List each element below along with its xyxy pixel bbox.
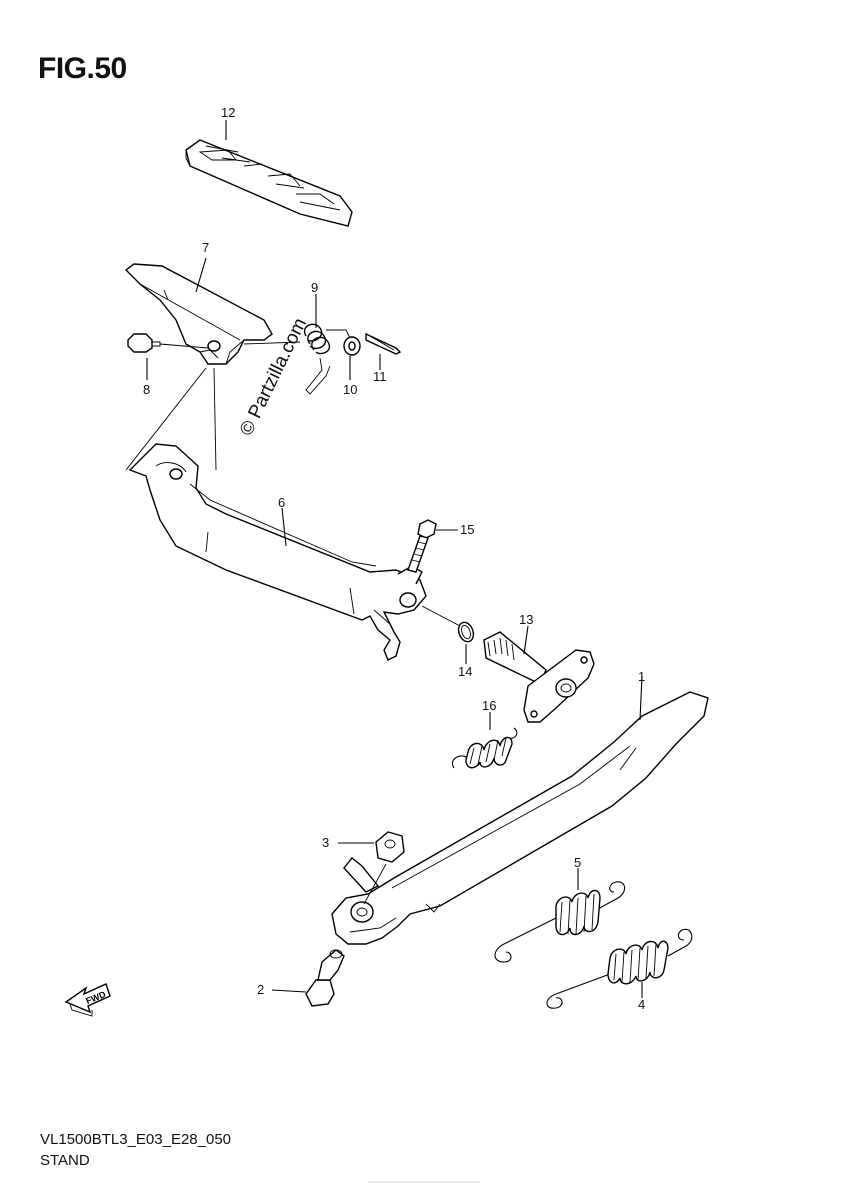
part-15-bolt[interactable] <box>407 519 437 573</box>
callout-11[interactable]: 11 <box>373 369 387 384</box>
callout-4[interactable]: 4 <box>638 997 646 1012</box>
part-2-bolt[interactable] <box>305 949 345 1007</box>
figure-title: FIG.50 <box>38 52 127 85</box>
callout-3[interactable]: 3 <box>322 835 330 850</box>
leader-14-axis <box>421 605 461 627</box>
part-10-washer[interactable] <box>343 336 361 356</box>
part-8-pin[interactable] <box>127 333 161 353</box>
assembly-guide-lines <box>125 367 217 471</box>
figure-code: VL1500BTL3_E03_E28_050 <box>40 1131 232 1148</box>
part-12-footrest-rubber[interactable] <box>185 139 353 227</box>
leader-13 <box>523 625 529 655</box>
leader-2 <box>271 989 307 993</box>
callout-16[interactable]: 16 <box>482 698 497 713</box>
part-14-circlip[interactable] <box>456 620 476 644</box>
callout-6[interactable]: 6 <box>278 495 286 510</box>
leader-6 <box>281 507 287 547</box>
part-3-nut[interactable] <box>375 831 405 863</box>
callout-1[interactable]: 1 <box>638 669 646 684</box>
part-13-shaft[interactable] <box>483 631 595 723</box>
callout-8[interactable]: 8 <box>143 382 151 397</box>
callout-2[interactable]: 2 <box>257 982 265 997</box>
part-5-spring[interactable] <box>494 881 626 963</box>
callout-5[interactable]: 5 <box>574 855 582 870</box>
part-16-spring[interactable] <box>451 727 518 769</box>
leader-7 <box>195 257 207 293</box>
leader-8-axis <box>159 343 209 349</box>
figure-name: STAND <box>40 1152 90 1169</box>
fwd-arrow-icon: FWD <box>64 983 111 1017</box>
callout-14[interactable]: 14 <box>458 664 473 679</box>
leader-9-axis <box>243 341 301 345</box>
part-11-cotter-pin[interactable] <box>365 332 402 355</box>
callout-7[interactable]: 7 <box>202 240 210 255</box>
leader-1 <box>639 675 643 721</box>
part-4-spring[interactable] <box>546 928 693 1009</box>
part-9-spring[interactable] <box>303 323 351 395</box>
part-6-lever[interactable] <box>128 443 427 661</box>
callout-12[interactable]: 12 <box>221 105 236 120</box>
callout-13[interactable]: 13 <box>519 612 534 627</box>
callout-10[interactable]: 10 <box>343 382 358 397</box>
part-1-side-stand[interactable] <box>331 691 709 945</box>
callout-9[interactable]: 9 <box>311 280 319 295</box>
leader-3-axis <box>363 863 387 905</box>
part-7-footrest-bracket[interactable] <box>124 263 273 365</box>
callout-15[interactable]: 15 <box>460 522 475 537</box>
